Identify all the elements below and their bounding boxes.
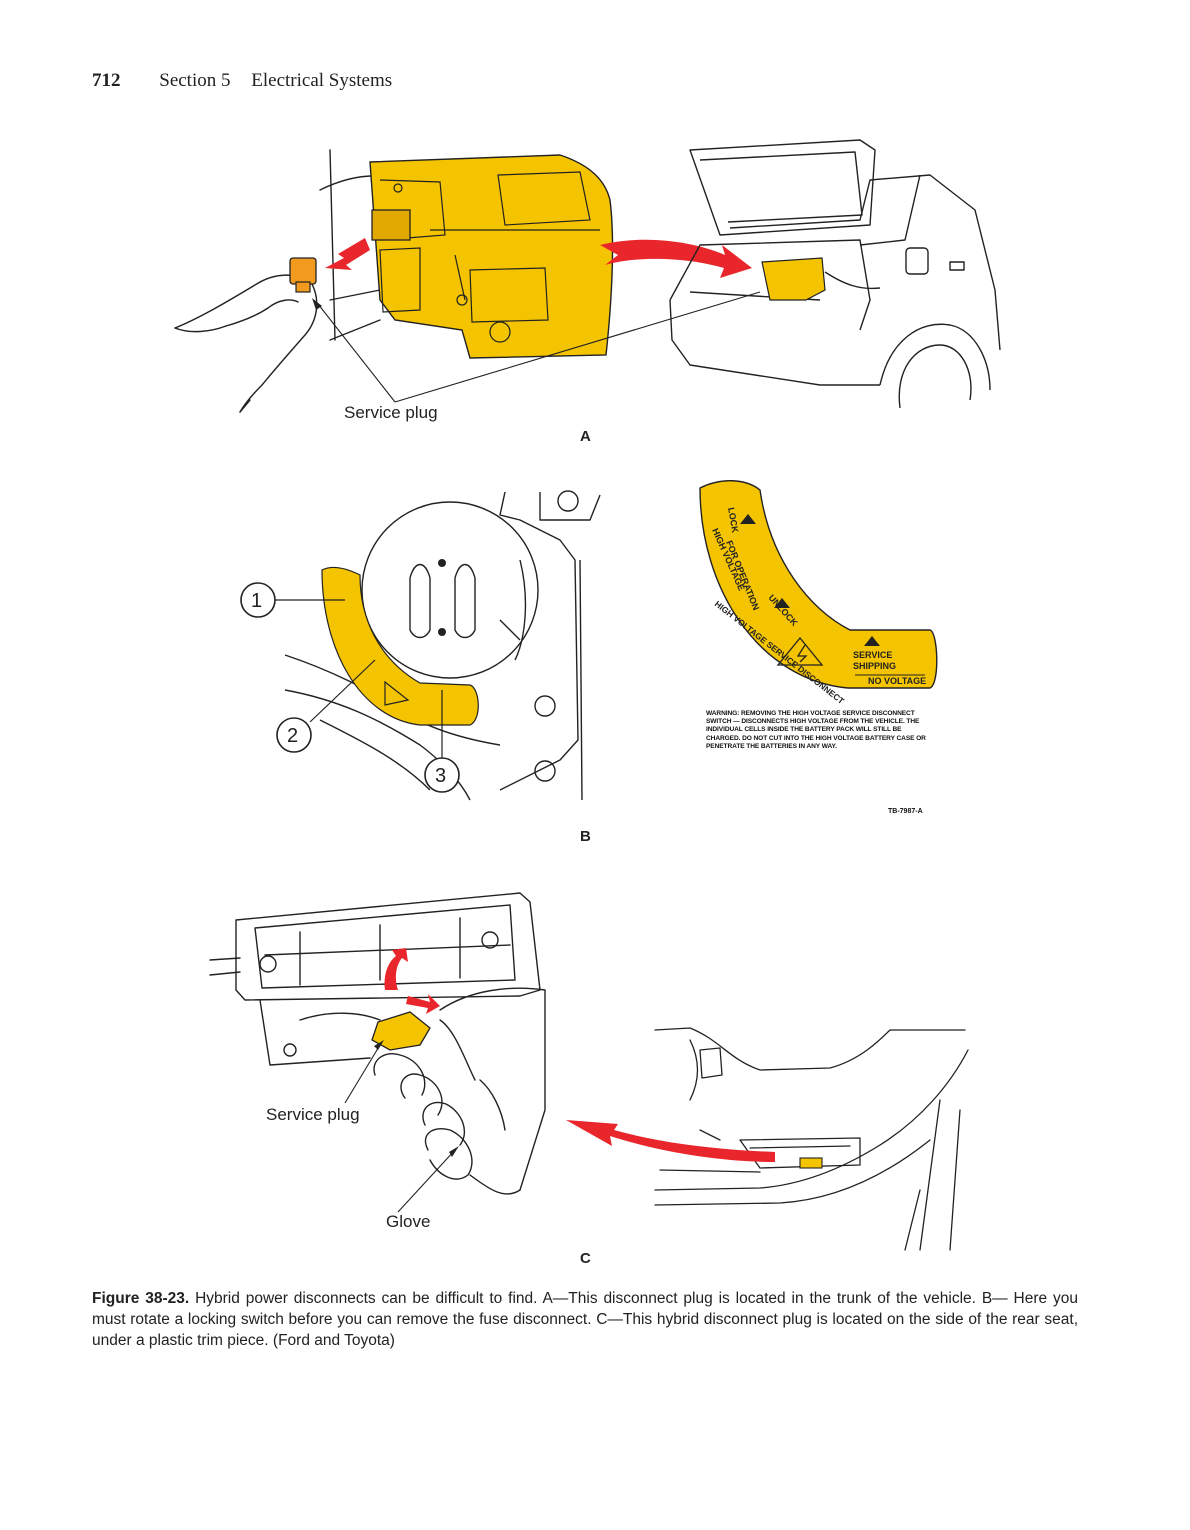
section-label: Section 5 xyxy=(159,70,231,91)
decal-no-voltage: NO VOLTAGE xyxy=(868,676,926,686)
decal-service: SERVICE xyxy=(853,650,892,660)
callout-1: 1 xyxy=(251,590,262,612)
panel-letter-c: C xyxy=(580,1250,591,1267)
page-number: 712 xyxy=(92,70,121,91)
figure-caption-text: Hybrid power disconnects can be difficul… xyxy=(92,1290,1078,1349)
decal-shipping: SHIPPING xyxy=(853,661,896,671)
section-title: Electrical Systems xyxy=(251,70,393,91)
figure-number: Figure 38-23. xyxy=(92,1290,190,1307)
decal-lock: LOCK xyxy=(726,507,740,534)
glove-label: Glove xyxy=(386,1212,431,1231)
panel-letter-b: B xyxy=(580,828,591,845)
callout-2: 2 xyxy=(287,725,298,747)
panel-letter-a: A xyxy=(580,428,591,445)
service-plug-label-c: Service plug xyxy=(266,1105,360,1124)
figure-code: TB-7987-A xyxy=(888,808,923,815)
page-header: 712 Section 5 Electrical Systems xyxy=(92,70,392,92)
warning-text: WARNING: REMOVING THE HIGH VOLTAGE SERVI… xyxy=(706,710,926,750)
callout-3: 3 xyxy=(435,765,446,787)
service-plug-label-a: Service plug xyxy=(344,403,438,422)
figure-caption: Figure 38-23. Hybrid power disconnects c… xyxy=(92,1288,1078,1351)
